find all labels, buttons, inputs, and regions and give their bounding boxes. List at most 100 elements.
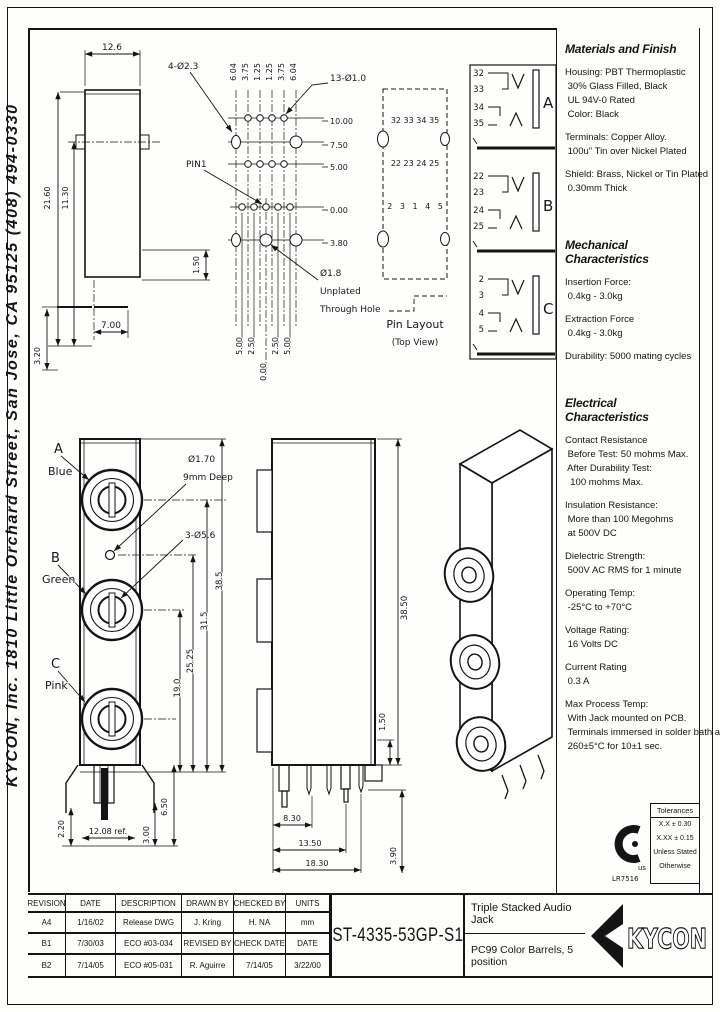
dim-label: 12.6 bbox=[102, 43, 122, 53]
csa-us-suffix: us bbox=[638, 864, 646, 872]
dim-label: 5.00 bbox=[283, 337, 292, 355]
pcb-hole-pattern: 6.04 3.75 1.25 1.25 3.75 6.04 10.00 7.50… bbox=[167, 60, 382, 382]
spec-line: Otherwise bbox=[659, 863, 691, 870]
spec-line: 0.3 A bbox=[565, 676, 590, 687]
kycon-logo: KYCON bbox=[585, 895, 712, 976]
spec-line: With Jack mounted on PCB. bbox=[565, 713, 687, 724]
spec-line: 100u" Tin over Nickel Plated bbox=[565, 146, 687, 157]
schematic-pin: 22 bbox=[473, 172, 484, 182]
jack-b-color: Green bbox=[42, 573, 75, 586]
dim-label: 7.50 bbox=[330, 141, 348, 150]
spec-line: 0.4kg - 3.0kg bbox=[565, 291, 623, 302]
spec-line: Color: Black bbox=[565, 109, 619, 120]
drawing-title: Triple Stacked Audio Jack bbox=[465, 895, 585, 934]
spec-line: Extraction Force bbox=[565, 314, 635, 325]
title-block: REVISION DATE DESCRIPTION DRAWN BY CHECK… bbox=[28, 893, 712, 978]
callout-label: 3-Ø5.6 bbox=[185, 530, 216, 541]
spec-line: 0.4kg - 3.0kg bbox=[565, 328, 623, 339]
spec-line: at 500V DC bbox=[565, 528, 617, 539]
section-title: Mechanical Characteristics bbox=[565, 238, 649, 266]
spec-group: Housing: PBT Thermoplastic 30% Glass Fil… bbox=[565, 66, 695, 122]
callout-label: 9mm Deep bbox=[183, 473, 233, 483]
spec-line: 260±5°C for 10±1 sec. bbox=[565, 741, 663, 752]
dim-label: 5.00 bbox=[235, 337, 244, 355]
part-number: ST-4335-53GP-S1 bbox=[331, 924, 464, 946]
jack-a-label: A bbox=[54, 442, 63, 457]
section-label: C bbox=[543, 300, 553, 318]
spec-line: Voltage Rating: bbox=[565, 625, 630, 636]
kycon-logo-mark bbox=[590, 903, 623, 968]
rev-cell: B1 bbox=[28, 934, 66, 955]
schematic-pin: 25 bbox=[473, 222, 484, 232]
spec-line: Operating Temp: bbox=[565, 588, 636, 599]
isometric-view bbox=[443, 429, 554, 800]
section-label: A bbox=[543, 94, 554, 112]
dim-label: 2.20 bbox=[57, 820, 66, 838]
schematic-pin: 2 bbox=[479, 275, 484, 285]
csa-file-number: LR7516 bbox=[612, 875, 639, 883]
callout-label: Ø1.70 bbox=[188, 454, 215, 465]
spec-line: X.X ± 0.30 bbox=[658, 821, 692, 828]
pin-row: 22 23 24 25 bbox=[391, 159, 439, 168]
rev-cell: Release DWG bbox=[116, 913, 182, 934]
dim-label: 3.80 bbox=[330, 239, 348, 248]
spec-line: -25°C to +70°C bbox=[565, 602, 633, 613]
spec-line: Terminals immersed in solder bath at bbox=[565, 727, 720, 738]
schematic-pin: 33 bbox=[473, 85, 484, 95]
dim-label: 1.25 bbox=[265, 63, 274, 81]
jack-c-label: C bbox=[51, 657, 60, 672]
dim-label: 18.30 bbox=[306, 859, 329, 868]
csa-certification-logo: us LR7516 bbox=[608, 818, 648, 884]
spec-line: 30% Glass Filled, Black bbox=[565, 81, 668, 92]
rev-cell: H. NA bbox=[234, 913, 286, 934]
rev-cell: B2 bbox=[28, 955, 66, 976]
spec-line: 100 mohms Max. bbox=[565, 477, 644, 488]
front-view: A Blue B Green C Pink Ø1.70 9mm Deep 3-Ø… bbox=[41, 438, 234, 847]
sheet-border bbox=[7, 7, 713, 1005]
dim-label: 0.00 bbox=[330, 206, 348, 215]
jack-schematic: 32 33 34 35 A 22 23 24 25 B bbox=[469, 64, 556, 360]
view-caption: Pin Layout bbox=[386, 318, 444, 331]
schematic-pin: 5 bbox=[479, 325, 484, 335]
pin-row: 2 3 1 4 5 bbox=[387, 202, 443, 211]
view-subcaption: (Top View) bbox=[392, 338, 438, 348]
callout-label: 13-Ø1.0 bbox=[330, 73, 366, 84]
spec-line: Terminals: Copper Alloy. bbox=[565, 132, 667, 143]
section-title: Materials and Finish bbox=[565, 42, 677, 56]
rev-header: DATE bbox=[66, 895, 116, 913]
schematic-pin: 24 bbox=[473, 206, 484, 216]
dim-label: 2.50 bbox=[247, 337, 256, 355]
rev-cell: DATE bbox=[286, 934, 330, 955]
kycon-logo-text: KYCON bbox=[627, 922, 707, 955]
rev-cell: ECO #05-031 bbox=[116, 955, 182, 976]
spec-group: Voltage Rating: 16 Volts DC bbox=[565, 624, 695, 652]
rev-cell: mm bbox=[286, 913, 330, 934]
spec-line: Current Rating bbox=[565, 662, 627, 673]
schematic-pin: 3 bbox=[479, 291, 484, 301]
dim-label: 3.90 bbox=[389, 847, 398, 865]
company-address-vertical: KYCON, Inc. 1810 Little Orchard Street, … bbox=[4, 103, 21, 787]
dim-label: 1.50 bbox=[378, 713, 387, 731]
spec-line: Unless Stated bbox=[653, 849, 697, 856]
spec-line: More than 100 Megohms bbox=[565, 514, 674, 525]
spec-line: Insulation Resistance: bbox=[565, 500, 658, 511]
drawing-subtitle: PC99 Color Barrels, 5 position bbox=[471, 944, 574, 968]
dim-label: 1.25 bbox=[253, 63, 262, 81]
spec-line: 16 Volts DC bbox=[565, 639, 618, 650]
schematic-pin: 35 bbox=[473, 119, 484, 129]
spec-group: Contact Resistance Before Test: 50 mohms… bbox=[565, 434, 695, 490]
spec-line: Durability: 5000 mating cycles bbox=[565, 351, 692, 362]
jack-a-color: Blue bbox=[48, 465, 73, 478]
section-title: Electrical Characteristics bbox=[565, 396, 649, 424]
inner-frame bbox=[28, 28, 556, 892]
dim-label: 3.75 bbox=[277, 63, 286, 81]
spec-group: Insertion Force: 0.4kg - 3.0kg bbox=[565, 276, 695, 304]
dim-label: 5.00 bbox=[330, 163, 348, 172]
side-view: 38.50 1.50 8.30 bbox=[256, 438, 411, 873]
dim-label: 6.04 bbox=[289, 63, 298, 81]
rev-header: DESCRIPTION bbox=[116, 895, 182, 913]
spec-group: Operating Temp: -25°C to +70°C bbox=[565, 587, 695, 615]
dim-label: 0.00 bbox=[259, 363, 268, 381]
rev-cell: 7/14/05 bbox=[234, 955, 286, 976]
